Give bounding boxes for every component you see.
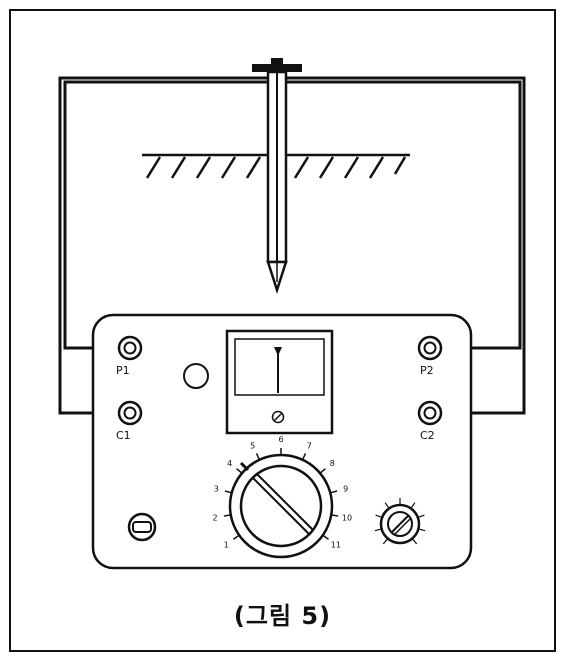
knob-tick <box>412 538 418 545</box>
test-wiring <box>58 76 526 415</box>
terminal-label-p2: P2 <box>420 364 434 377</box>
dial-number: 9 <box>343 485 348 494</box>
knob-tick <box>375 514 382 518</box>
dial-number: 2 <box>212 514 217 523</box>
terminal-p2[interactable] <box>417 335 443 361</box>
dial-number: 7 <box>307 441 312 450</box>
dial-tick <box>223 514 231 517</box>
dial-tick <box>236 468 243 474</box>
dial-number: 3 <box>214 485 219 494</box>
dial-tick <box>255 453 261 461</box>
knob-tick <box>418 514 425 518</box>
dial-tick <box>319 468 326 474</box>
knob-tick <box>384 502 390 508</box>
dial-number: 6 <box>278 435 283 444</box>
terminal-p1[interactable] <box>117 335 143 361</box>
dial-scale-ticks <box>223 448 339 540</box>
generator-switch[interactable] <box>127 512 157 542</box>
dial-tick <box>330 490 338 494</box>
dial-tick <box>301 453 307 461</box>
range-dial[interactable] <box>228 453 334 559</box>
dial-number: 8 <box>330 459 335 468</box>
dial-tick <box>224 490 232 494</box>
dial-tick <box>233 534 240 540</box>
wire-current-loop <box>58 76 526 415</box>
terminal-label-p1: P1 <box>116 364 130 377</box>
fine-adjust-knob[interactable] <box>379 503 421 545</box>
fine-adjust-ticks <box>374 498 426 545</box>
knob-tick <box>410 502 416 508</box>
wire-potential-loop <box>63 80 522 350</box>
dial-scale-numbers: 1 2 3 4 5 6 7 8 9 10 11 <box>212 435 352 549</box>
terminal-label-c2: C2 <box>420 429 435 442</box>
dial-number: 1 <box>224 540 229 549</box>
figure-caption: (그림 5) <box>233 602 332 630</box>
knob-tick <box>382 538 388 545</box>
knob-tick <box>374 528 381 532</box>
indicator-lamp <box>183 363 209 389</box>
dial-number: 10 <box>342 514 352 523</box>
ground-electrode-rod <box>252 58 302 295</box>
terminal-c2[interactable] <box>417 400 443 426</box>
figure-border <box>9 9 556 652</box>
terminal-label-c1: C1 <box>116 429 131 442</box>
dial-number: 11 <box>331 540 341 549</box>
knob-tick <box>419 528 426 532</box>
dial-pointer-mark <box>239 461 250 472</box>
dial-number: 4 <box>227 459 232 468</box>
dial-tick <box>331 514 339 517</box>
zero-adjust-screw-icon[interactable] <box>271 410 285 424</box>
dial-tick <box>322 534 329 540</box>
terminal-c1[interactable] <box>117 400 143 426</box>
dial-number: 5 <box>250 441 255 450</box>
